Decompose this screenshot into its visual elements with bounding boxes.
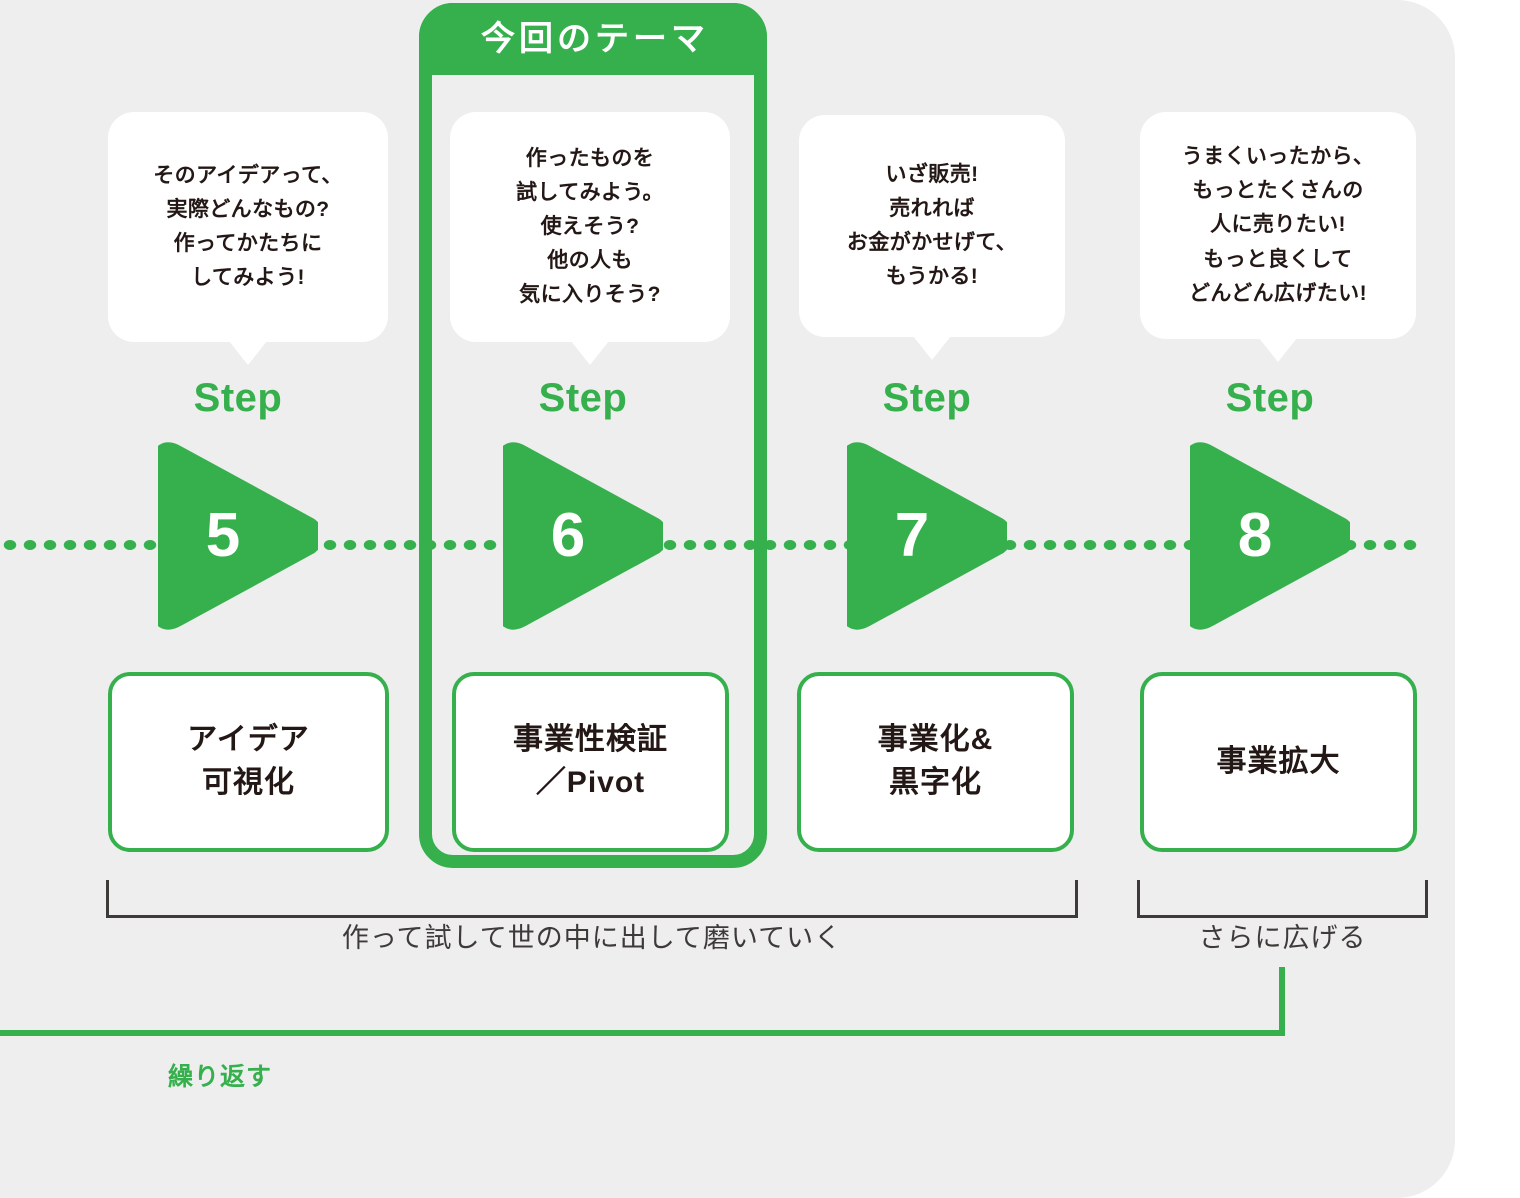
repeat-loop-label: 繰り返す	[168, 1063, 273, 1091]
group-bracket-1	[106, 880, 1078, 918]
step-arrow-8: 8	[1190, 438, 1350, 634]
step-column-6: Step 6	[443, 378, 723, 634]
step-number: 7	[894, 501, 930, 570]
play-arrow-icon	[158, 442, 318, 630]
step-word-label: Step	[538, 376, 628, 420]
step-title-text: 事業化& 黒字化	[877, 723, 994, 799]
group-bracket-2	[1137, 880, 1428, 918]
step-arrow-7: 7	[847, 438, 1007, 634]
step-title-box-6: 事業性検証 ／Pivot	[452, 672, 729, 852]
speech-bubble-step-5: そのアイデアって、 実際どんなもの? 作ってかたちに してみよう!	[108, 112, 388, 365]
step-word-label: Step	[882, 376, 972, 420]
current-theme-highlight-frame	[419, 3, 767, 868]
speech-bubble-step-8: うまくいったから、 もっとたくさんの 人に売りたい! もっと良くして どんどん広…	[1140, 112, 1416, 362]
step-arrow-6: 6	[503, 438, 663, 634]
speech-bubble-tail-icon	[229, 341, 267, 365]
speech-bubble-text: 作ったものを 試してみよう。 使えそう? 他の人も 気に入りそう?	[516, 146, 664, 307]
step-title-box-8: 事業拡大	[1140, 672, 1417, 852]
step-number: 5	[205, 501, 241, 570]
step-title-box-7: 事業化& 黒字化	[797, 672, 1074, 852]
step-number: 8	[1237, 501, 1273, 570]
step-arrow-5: 5	[158, 438, 318, 634]
speech-bubble-text: いざ販売! 売れれば お金がかせげて、 もうかる!	[846, 162, 1018, 289]
speech-bubble-text: うまくいったから、 もっとたくさんの 人に売りたい! もっと良くして どんどん広…	[1181, 145, 1375, 305]
step-number: 6	[550, 501, 586, 570]
step-title-text: 事業拡大	[1216, 744, 1341, 778]
group-caption-1: 作って試して世の中に出して磨いていく	[341, 923, 843, 953]
play-arrow-icon	[1190, 442, 1350, 630]
current-theme-badge: 今回のテーマ	[419, 3, 767, 75]
play-arrow-icon	[503, 442, 663, 630]
step-title-text: 事業性検証 ／Pivot	[513, 723, 668, 799]
repeat-loop-horizontal-line	[0, 1030, 1285, 1036]
speech-bubble-tail-icon	[913, 336, 951, 360]
step-title-box-5: アイデア 可視化	[108, 672, 389, 852]
current-theme-badge-label: 今回のテーマ	[481, 20, 709, 58]
timeline-dotted-connector	[0, 537, 1420, 553]
step-word-label: Step	[193, 376, 283, 420]
speech-bubble-tail-icon	[571, 341, 609, 365]
step-column-5: Step 5	[98, 378, 378, 634]
speech-bubble-tail-icon	[1259, 338, 1297, 362]
step-column-8: Step 8	[1130, 378, 1410, 634]
group-caption-2: さらに広げる	[1198, 923, 1367, 953]
step-column-7: Step 7	[787, 378, 1067, 634]
speech-bubble-step-7: いざ販売! 売れれば お金がかせげて、 もうかる!	[799, 115, 1065, 360]
step-title-text: アイデア 可視化	[187, 723, 310, 799]
repeat-loop-vertical-line	[1279, 967, 1285, 1036]
step-word-label: Step	[1225, 376, 1315, 420]
speech-bubble-step-6: 作ったものを 試してみよう。 使えそう? 他の人も 気に入りそう?	[450, 112, 730, 365]
speech-bubble-text: そのアイデアって、 実際どんなもの? 作ってかたちに してみよう!	[153, 163, 343, 290]
play-arrow-icon	[847, 442, 1007, 630]
